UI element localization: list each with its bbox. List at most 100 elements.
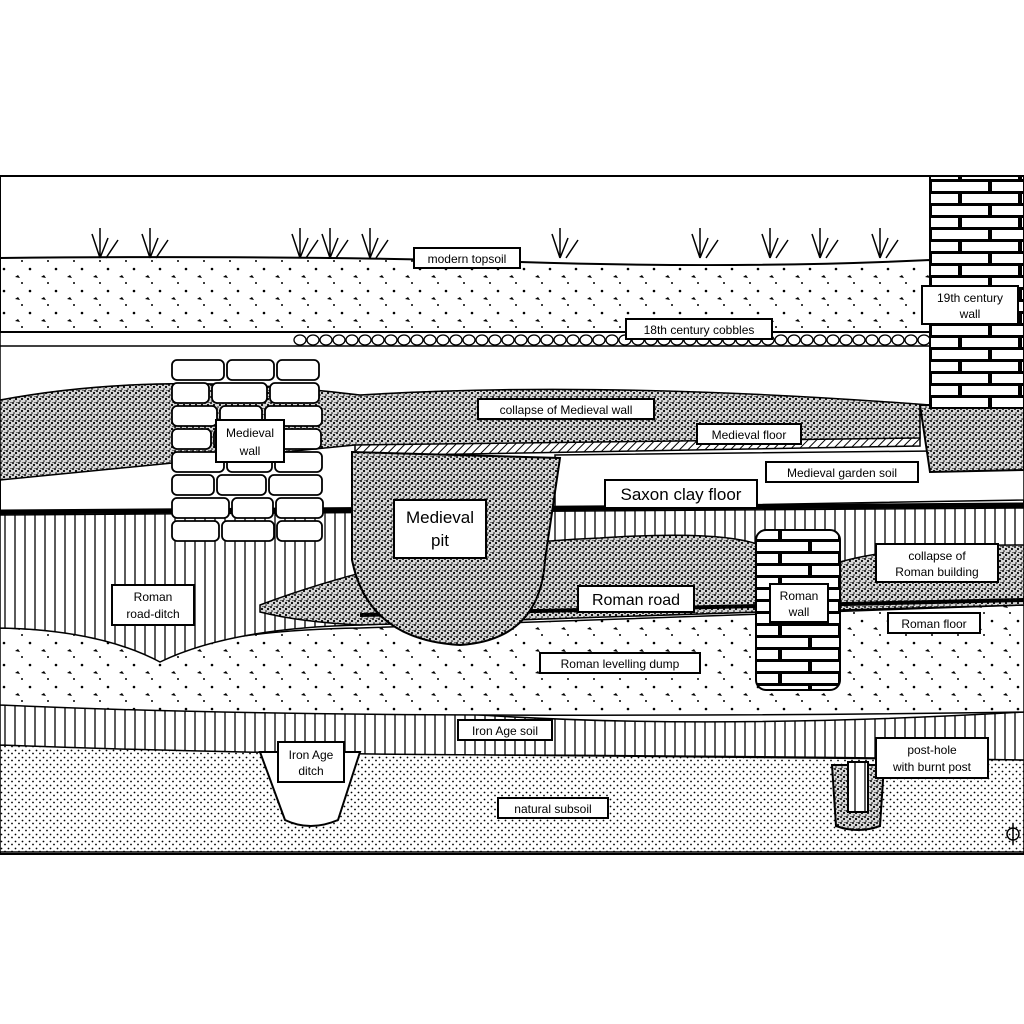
label-saxon-clay-floor: Saxon clay floor bbox=[605, 480, 757, 508]
label-iron-age-soil: Iron Age soil bbox=[458, 720, 552, 740]
label-medieval-pit: Medieval pit bbox=[394, 500, 486, 558]
grass-tuft bbox=[292, 228, 318, 258]
cobble-stone bbox=[775, 335, 787, 345]
label-roman-floor-text: Roman floor bbox=[901, 617, 966, 631]
grass-tuft bbox=[812, 228, 838, 258]
cobble-stone bbox=[840, 335, 852, 345]
cobble-stone bbox=[372, 335, 384, 345]
cobble-stone bbox=[307, 335, 319, 345]
label-modern-topsoil: modern topsoil bbox=[414, 248, 520, 268]
wall-stone bbox=[270, 383, 319, 403]
label-iron-age-soil-text: Iron Age soil bbox=[472, 724, 538, 738]
cobble-stone bbox=[346, 335, 358, 345]
wall-stone bbox=[172, 383, 209, 403]
cobble-stone bbox=[879, 335, 891, 345]
wall-stone bbox=[172, 521, 219, 541]
wall-stone bbox=[232, 498, 273, 518]
label-medieval-garden-soil-text: Medieval garden soil bbox=[787, 466, 897, 480]
cobble-stones bbox=[294, 335, 930, 345]
label-medieval-floor-text: Medieval floor bbox=[712, 428, 787, 442]
label-medieval-floor: Medieval floor bbox=[697, 424, 801, 444]
burnt-post-shape bbox=[848, 762, 868, 812]
cobble-stone bbox=[593, 335, 605, 345]
label-post-hole-text-1: post-hole bbox=[907, 743, 957, 757]
cobble-stone bbox=[528, 335, 540, 345]
label-collapse-roman-building-text-1: collapse of bbox=[908, 549, 966, 563]
label-roman-levelling-dump-text: Roman levelling dump bbox=[561, 657, 680, 671]
label-roman-wall-text-2: wall bbox=[788, 605, 810, 619]
label-19th-century-wall-text-2: wall bbox=[959, 307, 981, 321]
wall-stone bbox=[172, 498, 229, 518]
label-natural-subsoil: natural subsoil bbox=[498, 798, 608, 818]
label-roman-road-text: Roman road bbox=[592, 592, 680, 609]
cobble-stone bbox=[450, 335, 462, 345]
wall-stone bbox=[172, 475, 214, 495]
grass-tuft bbox=[92, 228, 118, 258]
grass-tuft bbox=[552, 228, 578, 258]
label-iron-age-ditch-text-2: ditch bbox=[298, 764, 323, 778]
wall-stone bbox=[172, 360, 224, 380]
label-roman-floor: Roman floor bbox=[888, 613, 980, 633]
label-iron-age-ditch: Iron Age ditch bbox=[278, 742, 344, 782]
cobble-stone bbox=[853, 335, 865, 345]
cobble-stone bbox=[541, 335, 553, 345]
label-modern-topsoil-text: modern topsoil bbox=[428, 252, 507, 266]
cobble-stone bbox=[554, 335, 566, 345]
wall-stone bbox=[172, 429, 211, 449]
label-roman-wall-text-1: Roman bbox=[780, 589, 819, 603]
label-collapse-medieval-wall: collapse of Medieval wall bbox=[478, 399, 654, 419]
cobble-stone bbox=[606, 335, 618, 345]
cobble-stone bbox=[905, 335, 917, 345]
cobble-stone bbox=[580, 335, 592, 345]
grass-tuft bbox=[142, 228, 168, 258]
label-roman-road-ditch-text-1: Roman bbox=[134, 590, 173, 604]
label-iron-age-ditch-text-1: Iron Age bbox=[289, 748, 334, 762]
wall-stone bbox=[172, 406, 217, 426]
cobble-stone bbox=[463, 335, 475, 345]
label-collapse-roman-building: collapse of Roman building bbox=[876, 544, 998, 582]
cobble-stone bbox=[411, 335, 423, 345]
label-medieval-pit-text-1: Medieval bbox=[406, 508, 474, 527]
cobble-stone bbox=[437, 335, 449, 345]
label-19th-century-wall-text-1: 19th century bbox=[937, 291, 1003, 305]
cobble-stone bbox=[502, 335, 514, 345]
cobble-stone bbox=[515, 335, 527, 345]
cobble-stone bbox=[476, 335, 488, 345]
wall-stone bbox=[227, 360, 274, 380]
label-medieval-wall: Medieval wall bbox=[216, 420, 284, 462]
label-medieval-garden-soil: Medieval garden soil bbox=[766, 462, 918, 482]
label-post-hole-text-2: with burnt post bbox=[892, 760, 972, 774]
label-19th-century-wall: 19th century wall bbox=[922, 286, 1018, 324]
wall-stone bbox=[212, 383, 267, 403]
label-collapse-medieval-wall-text: collapse of Medieval wall bbox=[500, 403, 633, 417]
grass-tuft bbox=[762, 228, 788, 258]
cobble-stone bbox=[866, 335, 878, 345]
label-18th-century-cobbles: 18th century cobbles bbox=[626, 319, 772, 339]
label-roman-wall: Roman wall bbox=[770, 584, 828, 622]
cobble-stone bbox=[489, 335, 501, 345]
cobble-stone bbox=[814, 335, 826, 345]
wall-stone bbox=[276, 498, 323, 518]
wall-stone bbox=[277, 521, 322, 541]
cobble-stone bbox=[801, 335, 813, 345]
label-medieval-pit-text-2: pit bbox=[431, 531, 449, 550]
wall-stone bbox=[277, 360, 319, 380]
cobble-stone bbox=[320, 335, 332, 345]
grass-tuft bbox=[362, 228, 388, 258]
cobble-stone bbox=[918, 335, 930, 345]
cobble-stone bbox=[294, 335, 306, 345]
label-natural-subsoil-text: natural subsoil bbox=[514, 802, 591, 816]
cobble-stone bbox=[567, 335, 579, 345]
label-roman-road-ditch-text-2: road-ditch bbox=[126, 607, 179, 621]
cobble-stone bbox=[385, 335, 397, 345]
cobble-stone bbox=[788, 335, 800, 345]
label-18th-century-cobbles-text: 18th century cobbles bbox=[644, 323, 755, 337]
grass-tuft bbox=[692, 228, 718, 258]
label-saxon-clay-floor-text: Saxon clay floor bbox=[621, 485, 742, 504]
wall-stone bbox=[217, 475, 266, 495]
cobble-stone bbox=[359, 335, 371, 345]
grass-tuft bbox=[322, 228, 348, 258]
cobble-stone bbox=[333, 335, 345, 345]
cobble-stone bbox=[892, 335, 904, 345]
grass-tuft bbox=[872, 228, 898, 258]
